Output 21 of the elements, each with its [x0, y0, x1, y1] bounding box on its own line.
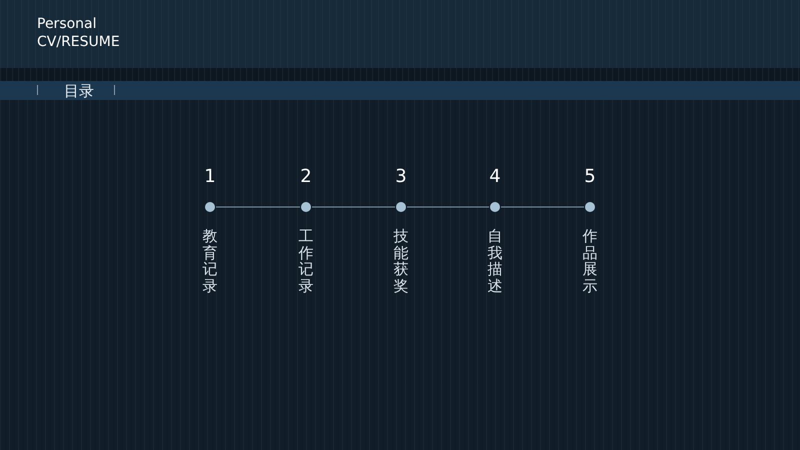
step-label: 技能获奖 — [394, 228, 408, 294]
timeline-dot — [490, 202, 500, 212]
step-number: 2 — [299, 167, 313, 187]
timeline-dot — [396, 202, 406, 212]
step-label: 工作记录 — [298, 228, 314, 294]
timeline-dot — [301, 202, 311, 212]
step-number: 3 — [394, 167, 408, 187]
step-label: 作品展示 — [582, 228, 598, 294]
step-number: 4 — [488, 167, 502, 187]
section-heading: 目录 — [64, 82, 94, 100]
connector-line — [500, 206, 584, 208]
timeline-dot — [585, 202, 595, 212]
connector-line — [216, 206, 300, 208]
connector-line — [312, 206, 396, 208]
timeline-dot — [205, 202, 215, 212]
title-text: Personal CV/RESUME — [37, 15, 121, 51]
connector-line — [406, 206, 490, 208]
step-label: 自我描述 — [488, 228, 502, 294]
step-number: 5 — [583, 167, 597, 187]
step-number: 1 — [203, 167, 217, 187]
step-label: 教育记录 — [202, 228, 218, 294]
